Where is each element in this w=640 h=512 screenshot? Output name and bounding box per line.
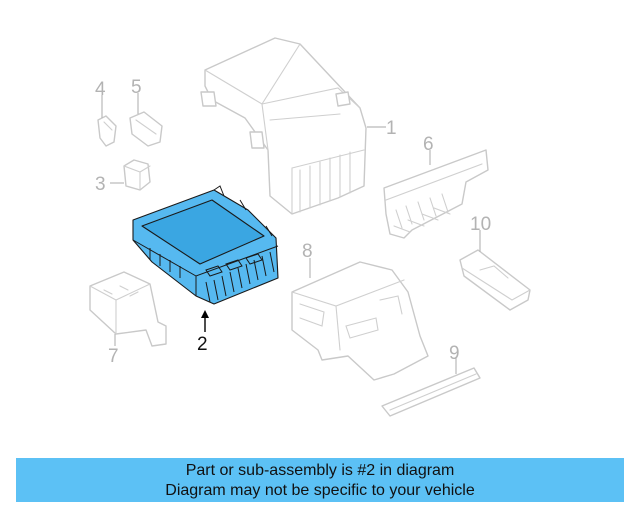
part-10-module bbox=[459, 249, 531, 311]
callout-9: 9 bbox=[449, 343, 460, 364]
part-3-relay bbox=[123, 159, 151, 191]
part-9-cover-strip bbox=[381, 367, 481, 417]
part-7-junction-block bbox=[89, 271, 167, 347]
part-4-fuse bbox=[97, 115, 117, 147]
part-6-relay-block bbox=[383, 149, 489, 239]
leader-2-arrowhead bbox=[201, 310, 209, 318]
callout-6: 6 bbox=[423, 134, 434, 155]
banner-line-disclaimer: Diagram may not be specific to your vehi… bbox=[165, 482, 475, 499]
part-1-fuse-box-cover bbox=[200, 37, 367, 215]
part-5-fuse bbox=[129, 111, 163, 147]
callout-3: 3 bbox=[95, 174, 106, 195]
info-banner: Part or sub-assembly is #2 in diagram Di… bbox=[16, 458, 624, 502]
banner-line-part-number: Part or sub-assembly is #2 in diagram bbox=[185, 462, 455, 479]
parts-diagram: 1 4 5 3 2 7 bbox=[89, 37, 531, 417]
part-2-fuse-box-tray bbox=[132, 185, 279, 305]
callout-8: 8 bbox=[302, 241, 313, 262]
callout-7: 7 bbox=[108, 346, 119, 367]
callout-4: 4 bbox=[95, 79, 106, 100]
callout-1: 1 bbox=[386, 118, 397, 139]
part-8-bracket bbox=[291, 261, 429, 381]
callout-10: 10 bbox=[470, 214, 491, 235]
callout-2: 2 bbox=[197, 334, 208, 355]
callout-5: 5 bbox=[131, 77, 142, 98]
